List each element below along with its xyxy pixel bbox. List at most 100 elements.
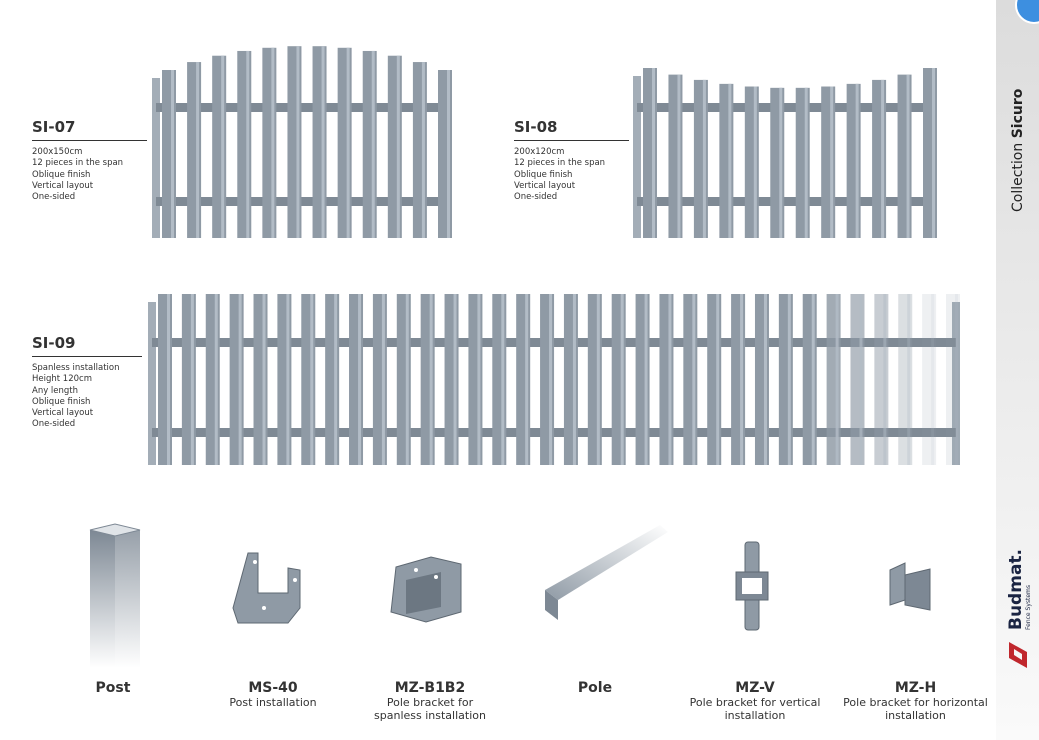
picket-highlight [753, 86, 757, 239]
spec-line: One-sided [32, 192, 76, 203]
picket-highlight [321, 46, 325, 238]
spec-line: 12 pieces in the span [32, 158, 124, 169]
brand-name: Budmat. [1006, 549, 1026, 630]
picket-highlight [371, 50, 375, 238]
spec-line: 12 pieces in the span [514, 158, 606, 169]
picket-highlight [358, 294, 362, 465]
picket-highlight [214, 294, 218, 465]
picket-highlight [763, 294, 767, 465]
picket-highlight [883, 294, 887, 465]
picket-highlight [429, 294, 433, 465]
sidebar [996, 0, 1039, 740]
picket-highlight [525, 294, 529, 465]
spec-line: Spanless installation [32, 363, 120, 373]
spec-line: Vertical layout [32, 408, 94, 419]
brand-sub: Fence Systems [1025, 584, 1032, 630]
spec-line: 200x150cm [32, 147, 83, 157]
spec-line: Oblique finish [514, 169, 573, 180]
picket-highlight [811, 294, 815, 465]
spec-line: Height 120cm [32, 374, 92, 385]
picket-highlight [421, 62, 425, 238]
picket-highlight [740, 294, 744, 465]
accessory-name: Pole [577, 680, 613, 696]
picket-highlight [447, 70, 450, 238]
picket-highlight [167, 294, 170, 465]
picket-highlight [190, 294, 194, 465]
picket-highlight [931, 294, 935, 465]
fence-post [148, 302, 156, 465]
mz-h-image [889, 562, 931, 611]
fence-picket [898, 294, 913, 465]
product-code: SI-09 [32, 334, 142, 357]
accessory-desc: Post installation [229, 696, 317, 709]
collection-title: Collection Sicuro [1010, 89, 1026, 212]
picket-highlight [453, 294, 457, 465]
spec-line: 200x120cm [514, 147, 565, 157]
picket-highlight [221, 55, 225, 238]
accessory-pole: Pole [545, 680, 645, 696]
picket-highlight [955, 294, 958, 465]
spec-line: Oblique finish [32, 396, 91, 407]
fence-post [952, 302, 960, 465]
picket-highlight [677, 74, 681, 238]
picket-highlight [830, 86, 834, 239]
picket-highlight [728, 83, 732, 238]
accessory-name: MZ-B1B2 [394, 680, 466, 696]
product-code: SI-07 [32, 118, 147, 141]
accessory-desc: Pole bracket for horizontal installation [843, 696, 988, 722]
ms-40-image [232, 552, 301, 624]
fence-post [152, 78, 160, 238]
picket-highlight [804, 87, 808, 238]
mz-v-image [735, 541, 769, 631]
picket-highlight [271, 47, 275, 238]
accessory-desc: Pole bracket for vertical installation [689, 696, 821, 722]
picket-highlight [835, 294, 839, 465]
picket-highlight [549, 294, 553, 465]
product-code: SI-08 [514, 118, 629, 141]
fence-post [633, 76, 641, 238]
brand-logo-icon [1009, 642, 1027, 668]
accessory-name: MS-40 [248, 680, 298, 696]
picket-highlight [596, 294, 600, 465]
accessory-name: Post [95, 680, 131, 696]
picket-highlight [906, 74, 910, 238]
spec-line: One-sided [514, 192, 558, 203]
collection-label: Collection [1010, 142, 1026, 212]
accessory-desc: Pole bracket for spanless installation [374, 696, 486, 722]
picket-highlight [171, 70, 174, 238]
fence-picket [874, 294, 889, 465]
picket-highlight [668, 294, 672, 465]
picket-highlight [779, 87, 783, 238]
picket-highlight [572, 294, 576, 465]
accessory-post: Post [63, 680, 163, 696]
fence-illustrations [148, 46, 960, 465]
picket-highlight [620, 294, 624, 465]
picket-highlight [396, 55, 400, 238]
picket-highlight [855, 83, 859, 238]
picket-highlight [907, 294, 911, 465]
spec-line: One-sided [32, 419, 76, 430]
picket-highlight [246, 50, 250, 238]
picket-highlight [196, 62, 200, 238]
fence-picket [946, 294, 960, 465]
fence-rail [637, 197, 933, 206]
picket-highlight [881, 79, 885, 239]
brand-logo: Budmat.Fence Systems [1006, 549, 1032, 630]
picket-highlight [644, 294, 648, 465]
spec-line: Any length [32, 385, 79, 396]
picket-highlight [859, 294, 863, 465]
picket-highlight [346, 47, 350, 238]
picket-highlight [238, 294, 242, 465]
post-image [89, 523, 141, 668]
fence-rail [156, 103, 448, 112]
picket-highlight [692, 294, 696, 465]
picket-highlight [932, 68, 935, 238]
product-si-09: SI-09 Spanless installation Height 120cm… [32, 334, 142, 431]
picket-highlight [501, 294, 505, 465]
picket-highlight [716, 294, 720, 465]
spec-line: Oblique finish [32, 169, 91, 180]
